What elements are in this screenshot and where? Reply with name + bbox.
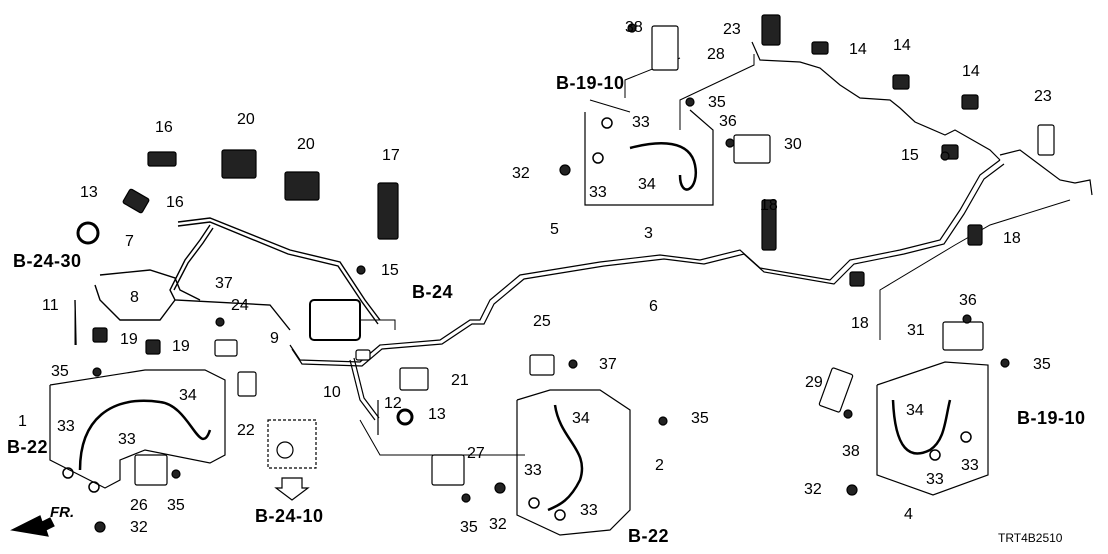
callout-33[interactable]: 33 [926, 471, 944, 488]
callout-35[interactable]: 35 [167, 497, 185, 514]
ref-b-24[interactable]: B-24 [412, 282, 454, 302]
callout-20[interactable]: 20 [237, 111, 255, 128]
callout-29[interactable]: 29 [805, 374, 823, 391]
callout-2[interactable]: 2 [655, 457, 664, 474]
callout-34[interactable]: 34 [179, 387, 197, 404]
callout-33[interactable]: 33 [580, 502, 598, 519]
callout-4[interactable]: 4 [904, 506, 913, 523]
callout-32[interactable]: 32 [130, 519, 148, 536]
callout-17[interactable]: 17 [382, 147, 400, 164]
callout-32[interactable]: 32 [489, 516, 507, 533]
callout-33[interactable]: 33 [118, 431, 136, 448]
callout-15[interactable]: 15 [901, 147, 919, 164]
callout-16[interactable]: 16 [155, 119, 173, 136]
leader-lines [74, 54, 1071, 456]
callout-37[interactable]: 37 [599, 356, 617, 373]
callout-16[interactable]: 16 [166, 194, 184, 211]
callout-35[interactable]: 35 [460, 519, 478, 536]
callout-6[interactable]: 6 [649, 298, 658, 315]
callout-14[interactable]: 14 [962, 63, 980, 80]
group-box-3 [584, 109, 714, 206]
abs-modulator-pipes [289, 159, 1005, 435]
callout-38[interactable]: 38 [625, 19, 643, 36]
callout-15[interactable]: 15 [381, 262, 399, 279]
callout-34[interactable]: 34 [906, 402, 924, 419]
callout-31[interactable]: 31 [907, 322, 925, 339]
callout-9[interactable]: 9 [270, 330, 279, 347]
callout-25[interactable]: 25 [533, 313, 551, 330]
callout-14[interactable]: 14 [849, 41, 867, 58]
callout-24[interactable]: 24 [231, 297, 249, 314]
callout-32[interactable]: 32 [512, 165, 530, 182]
callout-34[interactable]: 34 [638, 176, 656, 193]
callout-33[interactable]: 33 [589, 184, 607, 201]
callout-32[interactable]: 32 [804, 481, 822, 498]
rear-upper-pipe [751, 41, 1093, 196]
group-box-2 [516, 389, 631, 536]
callout-11[interactable]: 11 [42, 297, 59, 314]
callout-19[interactable]: 19 [120, 331, 138, 348]
callout-36[interactable]: 36 [719, 113, 737, 130]
callout-34[interactable]: 34 [572, 410, 590, 427]
ref-b-24-30[interactable]: B-24-30 [13, 251, 82, 271]
callout-26[interactable]: 26 [130, 497, 148, 514]
callout-13[interactable]: 13 [80, 184, 98, 201]
brake-hoses [78, 142, 952, 512]
callout-8[interactable]: 8 [130, 289, 139, 306]
callout-35[interactable]: 35 [691, 410, 709, 427]
callout-7[interactable]: 7 [125, 233, 134, 250]
ref-b-19-10-top[interactable]: B-19-10 [556, 73, 625, 93]
diagram-code: TRT4B2510 [998, 531, 1063, 545]
ref-b-22-mid[interactable]: B-22 [628, 526, 670, 546]
callout-18[interactable]: 18 [851, 315, 869, 332]
washers [62, 117, 972, 521]
front-arrow [10, 515, 55, 537]
callout-33[interactable]: 33 [57, 418, 75, 435]
front-indicator: FR. [50, 504, 75, 521]
callout-27[interactable]: 27 [467, 445, 485, 462]
callout-19[interactable]: 19 [172, 338, 190, 355]
callout-18[interactable]: 18 [760, 197, 778, 214]
callout-35[interactable]: 35 [51, 363, 69, 380]
callout-36[interactable]: 36 [959, 292, 977, 309]
brake-pipe-bundle-left [74, 217, 381, 346]
callout-20[interactable]: 20 [297, 136, 315, 153]
callout-18[interactable]: 18 [1003, 230, 1021, 247]
callout-21[interactable]: 21 [451, 372, 469, 389]
callout-28[interactable]: 28 [707, 46, 725, 63]
callout-23[interactable]: 23 [723, 21, 741, 38]
callout-23[interactable]: 23 [1034, 88, 1052, 105]
callout-35[interactable]: 35 [708, 94, 726, 111]
small-parts [76, 14, 1055, 533]
group-box-4 [876, 361, 989, 496]
callout-13[interactable]: 13 [428, 406, 446, 423]
callout-38[interactable]: 38 [842, 443, 860, 460]
callout-33[interactable]: 33 [524, 462, 542, 479]
callout-10[interactable]: 10 [323, 384, 341, 401]
callout-14[interactable]: 14 [893, 37, 911, 54]
callout-37[interactable]: 37 [215, 275, 233, 292]
ref-b-19-10-right[interactable]: B-19-10 [1017, 408, 1086, 428]
abs-unit-illustration [267, 419, 317, 501]
callout-33[interactable]: 33 [961, 457, 979, 474]
callout-1[interactable]: 1 [18, 413, 27, 430]
callout-5[interactable]: 5 [550, 221, 559, 238]
group-box-1 [49, 369, 226, 489]
callout-12[interactable]: 12 [384, 395, 402, 412]
callout-35[interactable]: 35 [1033, 356, 1051, 373]
callout-30[interactable]: 30 [784, 136, 802, 153]
ref-b-24-10[interactable]: B-24-10 [255, 506, 324, 526]
callout-33[interactable]: 33 [632, 114, 650, 131]
callout-3[interactable]: 3 [644, 225, 653, 242]
ref-b-22-left[interactable]: B-22 [7, 437, 49, 457]
callout-22[interactable]: 22 [237, 422, 255, 439]
